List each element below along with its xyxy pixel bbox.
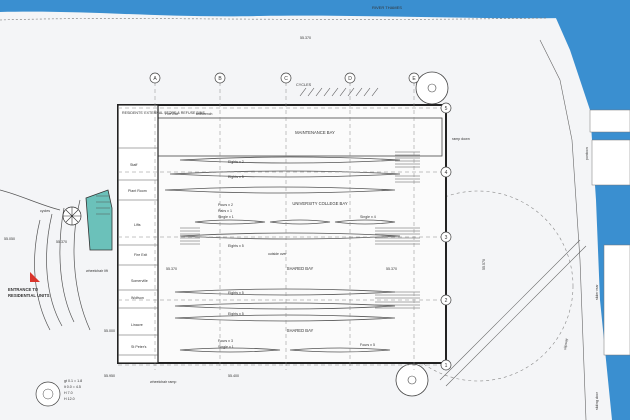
boat-label: outside over	[268, 252, 287, 256]
margin-label-slider: slider rear	[595, 284, 599, 300]
river-label: RIVER THAMES	[372, 5, 402, 10]
label-ramp-down: ramp down	[452, 137, 470, 141]
bay-university-college: UNIVERSITY COLLEGE BAY	[292, 201, 347, 206]
embankment-line	[0, 17, 549, 21]
boat-label: Eights x 5	[228, 291, 244, 295]
tree-symbol	[62, 206, 82, 226]
grid-row-3: 3	[445, 235, 448, 241]
boat-label: Eights x 5	[228, 175, 244, 179]
boat-label: Eights x 5	[228, 312, 244, 316]
boat-label: Fours x 3	[218, 339, 233, 343]
level-mark: 55.370	[166, 267, 177, 271]
room-staff: Staff	[130, 163, 137, 167]
spiral-stair-top	[415, 71, 449, 105]
grid-row-2: 2	[445, 298, 448, 304]
room-fire-exit-mid: Fire Exit	[134, 253, 147, 257]
bottom-left-landscape	[35, 381, 61, 407]
grid-row-4: 4	[445, 170, 448, 176]
room-linacre: Linacre	[131, 323, 143, 327]
margin-label-slipway: slipway	[563, 338, 569, 350]
boat-label: Eights x 2	[228, 160, 244, 164]
room-plant: Plant Room	[128, 189, 147, 193]
cycle-racks	[299, 87, 379, 97]
room-workbench: workbench	[196, 112, 213, 116]
grid-col-c: C	[284, 76, 288, 82]
boat-label: Single x 1	[218, 345, 234, 349]
level-mark: 55.950	[104, 374, 115, 378]
entrance-label-line2: RESIDENTIAL UNITS	[8, 293, 50, 298]
grid-lines	[118, 82, 445, 370]
river-right	[548, 0, 630, 420]
bay-shared-2: SHARED BAY	[287, 328, 314, 333]
level-mark: 55.000	[104, 329, 115, 333]
river-edge-line	[539, 39, 587, 420]
boat-label: Eights x 5	[228, 244, 244, 248]
grid-row-1: 1	[445, 363, 448, 369]
key-line: lt 0.0 = 4.5	[64, 385, 81, 389]
bay-shared-1: SHARED BAY	[287, 266, 314, 271]
room-wheelchair-lift: wheelchair lift	[86, 269, 108, 273]
grid-row-5: 5	[445, 106, 448, 112]
spiral-stair-bottom	[395, 363, 429, 397]
slipway-line-2	[445, 245, 587, 387]
entrance-label-line1: ENTRANCE TO	[8, 287, 39, 292]
grid-col-d: D	[348, 76, 352, 82]
boat-hulls	[164, 156, 401, 353]
service-partitions	[118, 147, 158, 356]
room-st-peters: St Peter's	[131, 345, 147, 349]
room-lifts: Lifts	[134, 223, 141, 227]
level-mark: 55.370	[56, 240, 67, 244]
stair-core	[85, 189, 113, 251]
room-somerville: Somerville	[131, 279, 148, 283]
grid-columns	[149, 72, 420, 84]
grid-rows	[440, 102, 452, 371]
room-wolfson: Wolfson	[131, 296, 144, 300]
label-cycles-left: cycles	[40, 209, 50, 213]
key-line: H 12.0	[64, 397, 75, 401]
river-top	[0, 0, 630, 19]
level-mark: 55.400	[228, 374, 239, 378]
level-mark: 55.370	[300, 36, 311, 40]
key-line: H 7.0	[64, 391, 73, 395]
level-mark: 55.370	[386, 267, 397, 271]
room-residents-store: RESIDENTS' EXTERNAL STORE & REFUSE BINS	[122, 111, 205, 115]
boat-label: Single x 4	[360, 215, 376, 219]
level-mark: 55.050	[4, 237, 15, 241]
bay-maintenance: MAINTENANCE BAY	[295, 130, 335, 135]
rack-stripes	[180, 151, 420, 309]
pontoons	[589, 109, 630, 356]
grid-col-e: E	[412, 76, 416, 82]
room-fire-exit-top: Fire Exit	[165, 112, 178, 116]
turning-circle	[382, 190, 574, 382]
boat-label: Pairs x 1	[218, 209, 232, 213]
boat-label: Single x 1	[218, 215, 234, 219]
grid-col-a: A	[153, 76, 157, 82]
stair-treads	[96, 195, 110, 215]
key-line: gt 0.1 = 1.8	[64, 379, 82, 383]
level-mark: 55.570	[482, 259, 486, 270]
margin-label-door: sliding door	[595, 391, 599, 410]
grid-col-b: B	[218, 76, 222, 82]
room-wheelchair-ramp: wheelchair ramp	[150, 380, 176, 384]
boat-label: Fours x 2	[218, 203, 233, 207]
slipway-line-1	[439, 239, 581, 381]
entrance-marker	[30, 272, 40, 282]
label-cycles-top: CYCLES	[296, 83, 312, 87]
boat-label: Fours x 5	[360, 343, 375, 347]
margin-label-pontoon: pontoon	[585, 147, 589, 160]
